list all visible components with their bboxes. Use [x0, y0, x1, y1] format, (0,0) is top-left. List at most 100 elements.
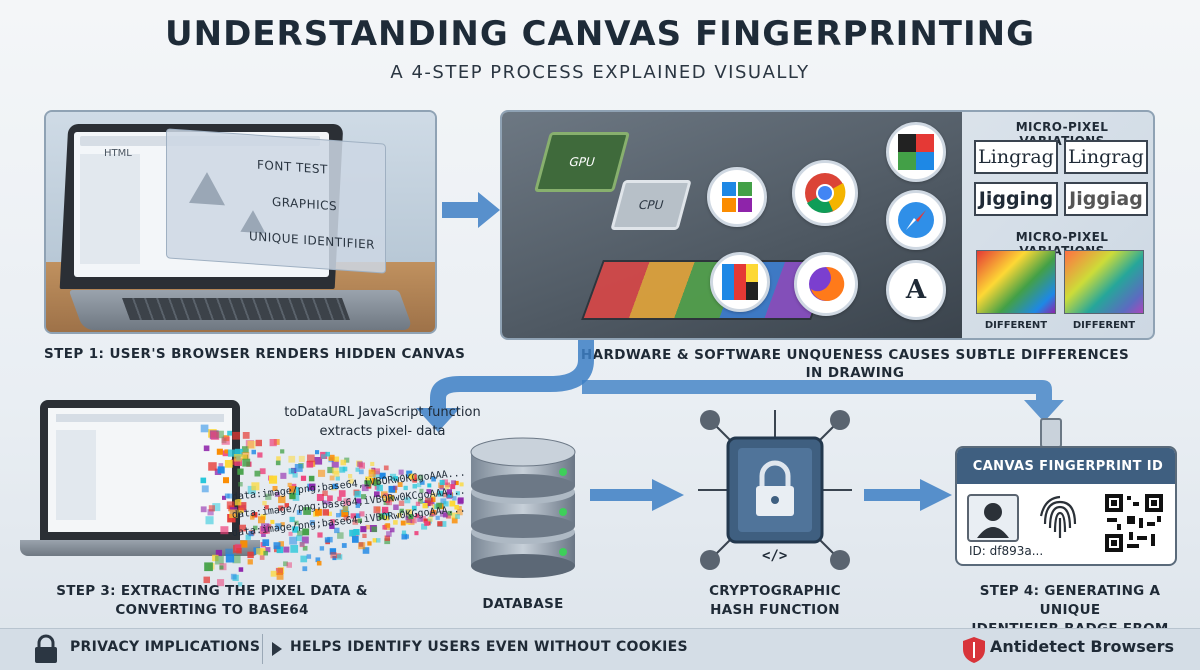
pixel-square [273, 542, 281, 550]
pixel-square [371, 526, 378, 533]
pixel-square [389, 527, 395, 533]
pixel-square [307, 454, 315, 463]
pixel-square [411, 505, 417, 511]
pixel-square [357, 518, 362, 523]
pixel-square [384, 538, 391, 545]
pixel-square [288, 531, 293, 536]
play-icon [272, 642, 282, 656]
pixel-square [451, 517, 458, 524]
pixel-square [417, 516, 423, 522]
pixel-square [384, 535, 390, 541]
pixel-square [450, 484, 456, 490]
pixel-square [200, 506, 207, 513]
hash-label-line1: CRYPTOGRAPHIC [709, 583, 841, 599]
pixel-square [355, 467, 360, 472]
color-grid-icon [886, 122, 946, 182]
user-avatar-icon [967, 494, 1019, 542]
pixel-square [438, 482, 444, 489]
badge-title: CANVAS FINGERPRINT ID [957, 448, 1175, 484]
pixel-square [399, 508, 404, 514]
brand-name: Antidetect Browsers [990, 637, 1175, 656]
pixel-square [374, 468, 380, 475]
pixel-square [356, 498, 362, 504]
pixel-square [207, 509, 214, 516]
pixel-square [242, 432, 250, 439]
pixel-square [379, 472, 386, 479]
pixel-square [341, 543, 347, 548]
pixel-square [408, 473, 415, 480]
pixel-square [234, 499, 242, 506]
pixel-square [412, 477, 418, 483]
caption-line1: toDataURL JavaScript function [284, 405, 481, 420]
pixel-square [386, 531, 392, 537]
word-sample: Jiggiag [1064, 182, 1148, 216]
pixel-square [322, 500, 327, 505]
pixel-square [365, 476, 373, 484]
pixel-square [262, 500, 267, 506]
badge-id-text: ID: df893a... [969, 544, 1044, 558]
pixel-square [449, 500, 456, 507]
pixel-square [378, 513, 385, 520]
pixel-square [283, 561, 288, 567]
pixel-stream [200, 424, 464, 587]
pixel-square [219, 565, 224, 570]
pixel-square [227, 514, 236, 523]
pixel-square [373, 506, 381, 514]
pixel-square [418, 498, 424, 504]
pixel-square [302, 566, 308, 572]
pixel-square [393, 520, 398, 525]
pixel-square [225, 554, 235, 563]
pixel-square [226, 501, 235, 509]
pixel-square [309, 520, 315, 526]
pixel-square [269, 475, 278, 484]
firefox-icon [794, 252, 858, 316]
pixel-square [374, 491, 380, 497]
pixel-square [435, 515, 440, 520]
pixel-square [447, 510, 453, 516]
pixel-square [404, 497, 411, 504]
different-label: DIFFERENT [984, 320, 1048, 331]
step3-label-line2: CONVERTING TO BASE64 [115, 602, 309, 618]
pixel-square [384, 515, 390, 521]
pixel-square [275, 460, 281, 466]
pixel-square [230, 573, 237, 580]
safari-icon [886, 190, 946, 250]
pixel-square [368, 469, 376, 477]
pixel-square [397, 513, 402, 518]
privacy-implications-label: PRIVACY IMPLICATIONS [70, 639, 261, 655]
pixel-square [393, 485, 398, 491]
pixel-square [401, 533, 408, 540]
pixel-square [318, 469, 326, 477]
graphics-text: GRAPHICS [272, 194, 338, 214]
pixel-square [225, 548, 233, 556]
pixel-square [430, 509, 435, 514]
pixel-square [289, 536, 298, 545]
pixel-square [212, 503, 221, 512]
pixel-square [423, 518, 428, 523]
pixel-square [337, 532, 344, 539]
step2-label: HARDWARE & SOFTWARE UNQUENESS CAUSES SUB… [560, 346, 1150, 382]
step2-label-line2: IN DRAWING [805, 365, 905, 381]
pixel-square [314, 457, 323, 465]
pixel-square [276, 456, 281, 461]
arrow-down-icon [582, 380, 1064, 422]
html-tag-label: HTML [104, 148, 132, 159]
step4-label-line1: STEP 4: GENERATING A UNIQUE [979, 583, 1161, 618]
pixel-square [229, 509, 238, 518]
pixel-square [242, 446, 249, 453]
pixel-square [455, 491, 460, 496]
pixel-square [300, 555, 308, 563]
laptop-keyboard [121, 298, 351, 320]
pixel-square [289, 492, 296, 500]
pixel-square [361, 484, 369, 492]
pixel-square [238, 567, 244, 572]
pixel-square [203, 445, 210, 452]
pixel-square [319, 546, 325, 551]
todataurl-caption: toDataURL JavaScript function extracts p… [270, 403, 495, 441]
pixel-square [251, 482, 260, 491]
pixel-square [440, 521, 447, 527]
pixel-square [326, 500, 331, 505]
pixel-square [367, 541, 372, 546]
pixel-square [322, 490, 328, 496]
pixel-square [359, 511, 365, 517]
